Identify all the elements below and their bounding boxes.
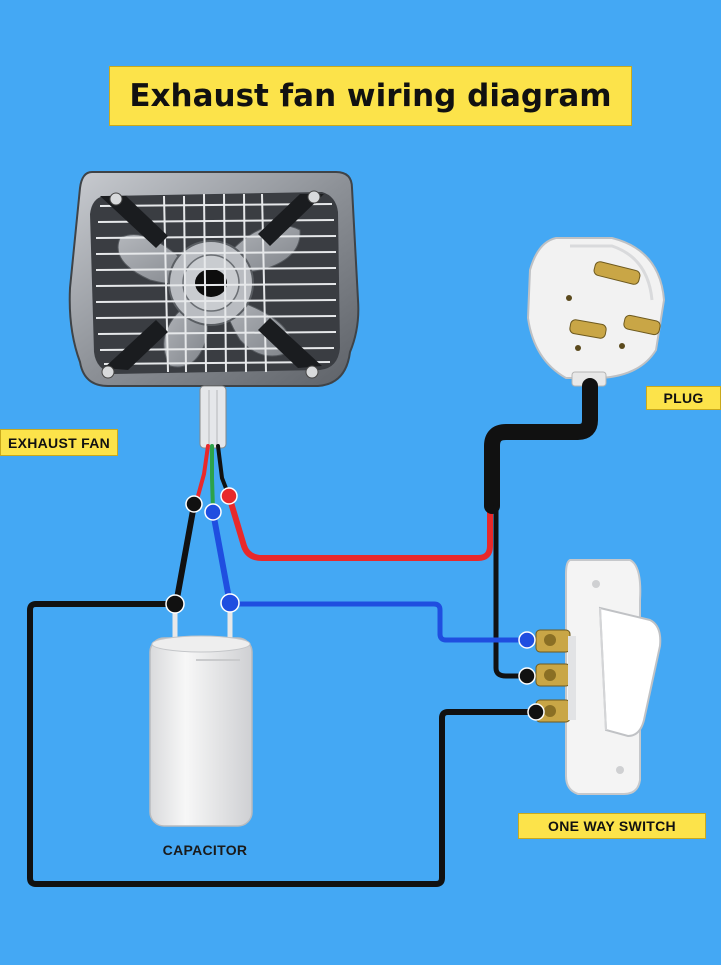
wire-black-plug-to-switch xyxy=(493,503,530,679)
junction-blue-fan xyxy=(204,503,222,521)
wires xyxy=(27,378,598,887)
junction-black-switch-mid xyxy=(518,667,536,685)
capacitor-label: CAPACITOR xyxy=(162,842,248,858)
junction-blue-cap xyxy=(220,593,240,613)
junction-black-cap xyxy=(165,594,185,614)
wire-blue-fan-to-cap xyxy=(210,509,233,607)
one-way-switch xyxy=(535,559,662,795)
fan-lead-green xyxy=(210,444,215,512)
wire-red xyxy=(226,493,493,561)
diagram-title: Exhaust fan wiring diagram xyxy=(109,66,632,126)
switch-terminals xyxy=(535,629,576,723)
capacitor xyxy=(149,606,253,827)
exhaust-fan-label: EXHAUST FAN xyxy=(0,429,118,456)
junction-black-fan xyxy=(185,495,203,513)
plug-pins xyxy=(569,261,661,339)
plug-label: PLUG xyxy=(646,386,721,410)
junction-black-switch-bottom xyxy=(527,703,545,721)
exhaust-fan xyxy=(68,171,360,449)
junction-red-fan xyxy=(220,487,238,505)
wire-black-fan-to-cap xyxy=(173,502,197,607)
wire-black-loop xyxy=(27,601,539,887)
fan-lead-red xyxy=(196,444,210,498)
wire-blue-cap-to-switch xyxy=(227,601,530,643)
three-pin-plug xyxy=(526,237,666,387)
junction-blue-switch xyxy=(518,631,536,649)
plug-cable xyxy=(484,378,598,514)
connection-points xyxy=(165,487,545,721)
one-way-switch-label: ONE WAY SWITCH xyxy=(518,813,706,839)
